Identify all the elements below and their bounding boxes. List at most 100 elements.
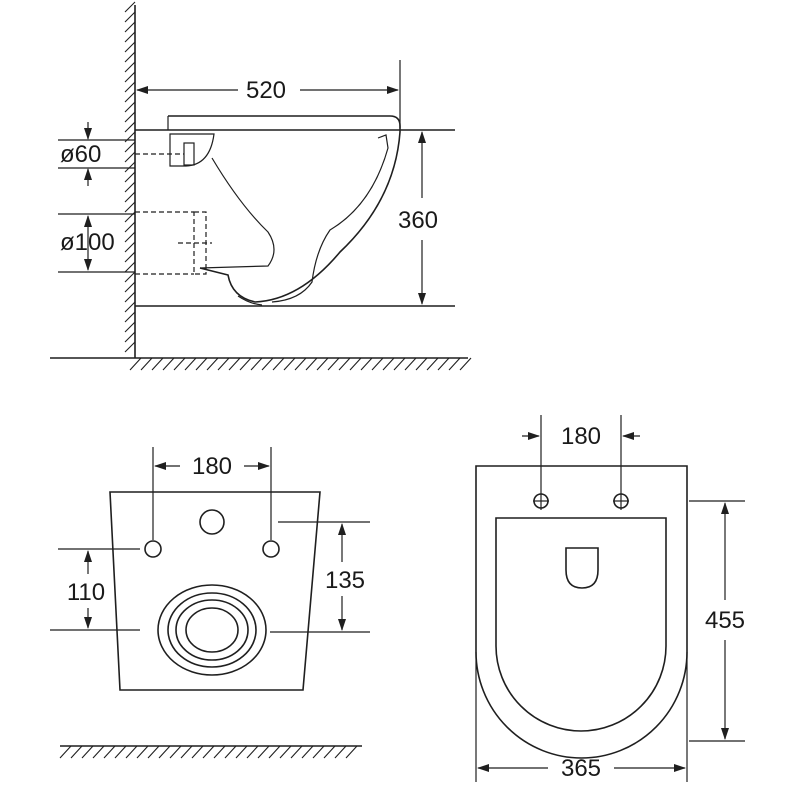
hatch-stroke — [124, 101, 136, 113]
hatch-stroke — [217, 357, 230, 371]
hatch-stroke — [257, 745, 270, 759]
top-outer-outline — [475, 465, 688, 759]
hatch-stroke — [124, 311, 136, 323]
hatch-stroke — [124, 51, 136, 63]
hatch-stroke — [124, 171, 136, 183]
dim-length-label: 520 — [246, 77, 286, 104]
dim-back-hole-spacing: 180 — [152, 447, 272, 540]
hatch-stroke — [206, 357, 219, 371]
hatch-stroke — [124, 271, 136, 283]
dim-depth-label: 455 — [705, 607, 745, 634]
hatch-stroke — [202, 745, 215, 759]
hatch-stroke — [415, 357, 428, 371]
hatch-stroke — [158, 745, 171, 759]
hatch-stroke — [162, 357, 175, 371]
hatch-stroke — [124, 251, 136, 263]
hatch-stroke — [169, 745, 182, 759]
hatch-stroke — [290, 745, 303, 759]
hatch-stroke — [151, 357, 164, 371]
bowl-opening — [565, 547, 599, 589]
hatch-stroke — [81, 745, 94, 759]
hatch-stroke — [195, 357, 208, 371]
hatch-stroke — [371, 357, 384, 371]
dim-height-label: 360 — [398, 207, 438, 234]
hatch-stroke — [228, 357, 241, 371]
hatch-stroke — [124, 61, 136, 73]
hatch-stroke — [294, 357, 307, 371]
hatch-stroke — [114, 745, 127, 759]
hatch-stroke — [136, 745, 149, 759]
hatch-stroke — [124, 321, 136, 333]
hatch-stroke — [268, 745, 281, 759]
hatch-stroke — [124, 91, 136, 103]
hatch-stroke — [283, 357, 296, 371]
dim-right-height: 135 — [270, 521, 370, 633]
hatch-stroke — [124, 281, 136, 293]
hatch-stroke — [448, 357, 461, 371]
outlet-rings — [157, 584, 267, 676]
hatch-stroke — [124, 261, 136, 273]
floor-hatch — [129, 357, 472, 371]
hatch-stroke — [124, 111, 136, 123]
floor-hatch-bottom — [59, 745, 358, 759]
hatch-stroke — [147, 745, 160, 759]
hatch-stroke — [334, 745, 347, 759]
dim-pipe-large-label: ø100 — [60, 229, 115, 256]
dim-right-height-label: 135 — [325, 567, 365, 594]
hatch-stroke — [279, 745, 292, 759]
hatch-stroke — [360, 357, 373, 371]
back-view: 180 110 135 — [50, 447, 370, 759]
hatch-stroke — [316, 357, 329, 371]
hatch-stroke — [124, 1, 136, 13]
hatch-stroke — [124, 161, 136, 173]
hatch-stroke — [437, 357, 450, 371]
top-hole — [199, 509, 225, 535]
hatch-stroke — [459, 357, 472, 371]
hatch-stroke — [124, 71, 136, 83]
mount-hole-right — [262, 540, 280, 558]
hatch-stroke — [191, 745, 204, 759]
hatch-stroke — [246, 745, 259, 759]
hatch-stroke — [393, 357, 406, 371]
hatch-stroke — [173, 357, 186, 371]
hatch-stroke — [272, 357, 285, 371]
hatch-stroke — [301, 745, 314, 759]
top-view: 180 455 365 — [475, 415, 745, 782]
hatch-stroke — [92, 745, 105, 759]
hatch-stroke — [103, 745, 116, 759]
hatch-stroke — [124, 221, 136, 233]
hatch-stroke — [124, 31, 136, 43]
hatch-stroke — [124, 41, 136, 53]
hatch-stroke — [124, 191, 136, 203]
dim-pipe-small-label: ø60 — [60, 141, 101, 168]
hatch-stroke — [305, 357, 318, 371]
hatch-stroke — [124, 201, 136, 213]
dim-pipe-small: ø60 — [58, 122, 135, 186]
hatch-stroke — [323, 745, 336, 759]
hatch-stroke — [70, 745, 83, 759]
hatch-stroke — [129, 357, 142, 371]
hatch-stroke — [124, 181, 136, 193]
hatch-stroke — [261, 357, 274, 371]
mount-hole-left — [144, 540, 162, 558]
hatch-stroke — [180, 745, 193, 759]
hatch-stroke — [124, 301, 136, 313]
hatch-stroke — [404, 357, 417, 371]
back-outline — [109, 491, 321, 691]
dim-width: 365 — [475, 652, 688, 782]
hatch-stroke — [124, 231, 136, 243]
hatch-stroke — [124, 341, 136, 353]
hatch-stroke — [250, 357, 263, 371]
side-view: 520 360 ø60 ø100 — [50, 1, 472, 371]
dim-width-label: 365 — [561, 755, 601, 782]
dim-top-hole-spacing-label: 180 — [561, 423, 601, 450]
dim-length: 520 — [136, 60, 401, 128]
dim-left-height-label: 110 — [67, 579, 105, 606]
hatch-stroke — [124, 121, 136, 133]
dim-back-hole-spacing-label: 180 — [192, 453, 232, 480]
hatch-stroke — [124, 81, 136, 93]
hatch-stroke — [140, 357, 153, 371]
hatch-stroke — [124, 11, 136, 23]
dim-pipe-large: ø100 — [58, 213, 135, 273]
hatch-stroke — [312, 745, 325, 759]
